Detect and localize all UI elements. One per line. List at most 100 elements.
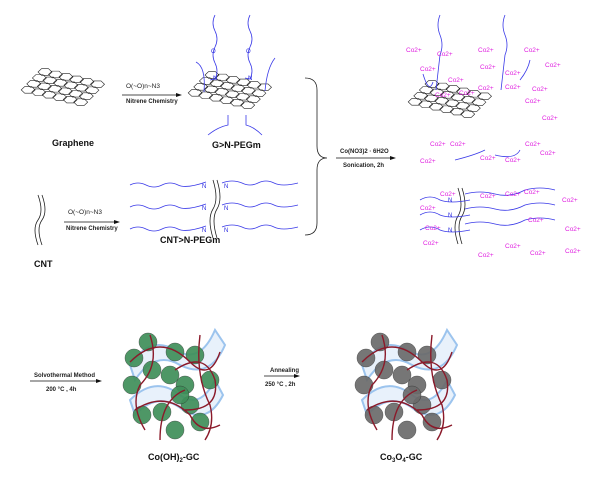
cobalt-ion: Co2+ xyxy=(420,66,436,73)
cnt-strand xyxy=(366,400,453,429)
arrow-annealing: Annealing 250 °C , 2h xyxy=(264,368,300,388)
cobalt-ion: Co2+ xyxy=(542,115,558,122)
cnt-strand xyxy=(430,334,445,441)
nitrogen-atom: N xyxy=(448,198,452,204)
co-oh-gc-label: Co(OH)2-GC xyxy=(148,452,200,464)
cobalt-ion: Co2+ xyxy=(528,217,544,224)
cobalt-ion: Co2+ xyxy=(437,51,453,58)
cobalt-ion: Co2+ xyxy=(545,62,561,69)
nanoparticle xyxy=(397,342,417,362)
peg-chain xyxy=(207,115,229,136)
nitrogen-atom: N xyxy=(202,228,206,234)
cobalt-ion: Co2+ xyxy=(505,243,521,250)
g-peg-sheet xyxy=(187,71,272,109)
cobalt-ion: Co2+ xyxy=(430,141,446,148)
nitrogen-atom: N xyxy=(248,76,252,82)
arrow-nitrene-graphene: O(~O)n~N3 Nitrene Chemistry xyxy=(122,83,182,105)
peg-chain xyxy=(494,149,521,158)
cobalt-ion: Co2+ xyxy=(480,193,496,200)
cnt-peg-label: CNT>N-PEGm xyxy=(160,235,220,245)
nanoparticle xyxy=(422,412,442,432)
peg-chain xyxy=(435,14,443,91)
graphene-sheet xyxy=(20,68,105,106)
cobalt-ion: Co2+ xyxy=(480,64,496,71)
nanoparticle xyxy=(397,420,417,440)
cnt-strand xyxy=(391,389,418,441)
svg-text:Annealing: Annealing xyxy=(270,368,299,374)
arrow-solvothermal: Solvothermal Method 200 °C , 4h xyxy=(30,373,102,393)
nitrogen-atom: N xyxy=(213,76,217,82)
cnt-tube xyxy=(34,194,46,246)
arrow-nitrene-cnt: O(~O)n~N3 Nitrene Chemistry xyxy=(64,209,120,232)
cobalt-ion: Co2+ xyxy=(565,248,581,255)
peg-chain-left xyxy=(129,225,207,232)
peg-chain-right xyxy=(221,224,299,230)
cobalt-ion: Co2+ xyxy=(435,92,451,99)
peg-chain xyxy=(245,115,263,136)
peg-chain xyxy=(419,226,471,233)
cobalt-ion: Co2+ xyxy=(524,47,540,54)
g-peg-label: G>N-PEGm xyxy=(212,140,261,150)
cobalt-ion: Co2+ xyxy=(406,47,422,54)
cobalt-ion: Co2+ xyxy=(478,47,494,54)
nanoparticle xyxy=(122,375,142,395)
nanoparticle xyxy=(132,405,152,425)
nitrogen-atom: N xyxy=(448,228,452,234)
cobalt-ion: Co2+ xyxy=(480,155,496,162)
merge-brace xyxy=(304,77,328,236)
nanoparticle xyxy=(165,420,185,440)
peg-chain xyxy=(419,211,471,218)
nanoparticle xyxy=(190,412,210,432)
svg-text:200 °C , 4h: 200 °C , 4h xyxy=(46,387,77,393)
nitrogen-atom: N xyxy=(202,184,206,190)
oxygen-atom: O xyxy=(246,49,251,55)
nitrogen-atom: N xyxy=(202,206,206,212)
cobalt-ion: Co2+ xyxy=(505,84,521,91)
peg-reagent-formula: O(~O)n~N3 xyxy=(126,83,160,90)
nanoparticle xyxy=(370,332,390,352)
nanoparticle xyxy=(392,365,412,385)
peg-chain xyxy=(464,202,556,211)
svg-text:Nitrene Chemistry: Nitrene Chemistry xyxy=(126,99,178,105)
cnt-strand xyxy=(361,346,453,371)
peg-reagent-formula: O(~O)n~N3 xyxy=(68,209,102,216)
cobalt-ion: Co2+ xyxy=(505,70,521,77)
cobalt-ion: Co2+ xyxy=(425,225,441,232)
peg-chain xyxy=(422,73,434,87)
svg-text:250 °C , 2h: 250 °C , 2h xyxy=(265,382,296,388)
peg-chain xyxy=(264,57,276,92)
cnt-label: CNT xyxy=(34,259,53,269)
nitrogen-atom: N xyxy=(224,206,228,212)
svg-text:Sonication, 2h: Sonication, 2h xyxy=(343,163,384,169)
cobalt-ion: Co2+ xyxy=(420,158,436,165)
cobalt-ion: Co2+ xyxy=(478,252,494,259)
cobalt-ion: Co2+ xyxy=(450,141,466,148)
cnt-peg-tube xyxy=(209,179,221,239)
cnt-strand xyxy=(159,389,186,441)
graphene-label: Graphene xyxy=(52,138,94,148)
peg-chain-right xyxy=(221,180,299,186)
nanoparticle xyxy=(364,405,384,425)
cnt-strand xyxy=(406,361,449,411)
nanoparticle xyxy=(165,342,185,362)
arrow-cobalt-loading: Co(NO3)2 · 6H2O Sonication, 2h xyxy=(336,149,396,169)
peg-chain xyxy=(500,14,508,91)
cobalt-ion: Co2+ xyxy=(478,85,494,92)
cobalt-ion: Co2+ xyxy=(505,191,521,198)
cobalt-ion: Co2+ xyxy=(459,90,475,97)
peg-chain-left xyxy=(129,203,207,210)
nitrogen-atom: N xyxy=(224,184,228,190)
cobalt-ion: Co2+ xyxy=(525,141,541,148)
nanoparticle xyxy=(402,385,422,405)
svg-text:Co(NO3)2 · 6H2O: Co(NO3)2 · 6H2O xyxy=(340,149,389,155)
co-oh-gc-composite xyxy=(122,327,227,441)
peg-chain xyxy=(244,14,253,80)
co3o4-gc-label: Co3O4-GC xyxy=(380,452,423,464)
cobalt-ion: Co2+ xyxy=(505,157,521,164)
cobalt-ion: Co2+ xyxy=(423,240,439,247)
cnt-strand xyxy=(134,400,221,429)
cobalt-ion: Co2+ xyxy=(532,86,548,93)
cobalt-ion: Co2+ xyxy=(440,191,456,198)
cnt-strand xyxy=(367,334,386,431)
nitrogen-atom: N xyxy=(224,228,228,234)
